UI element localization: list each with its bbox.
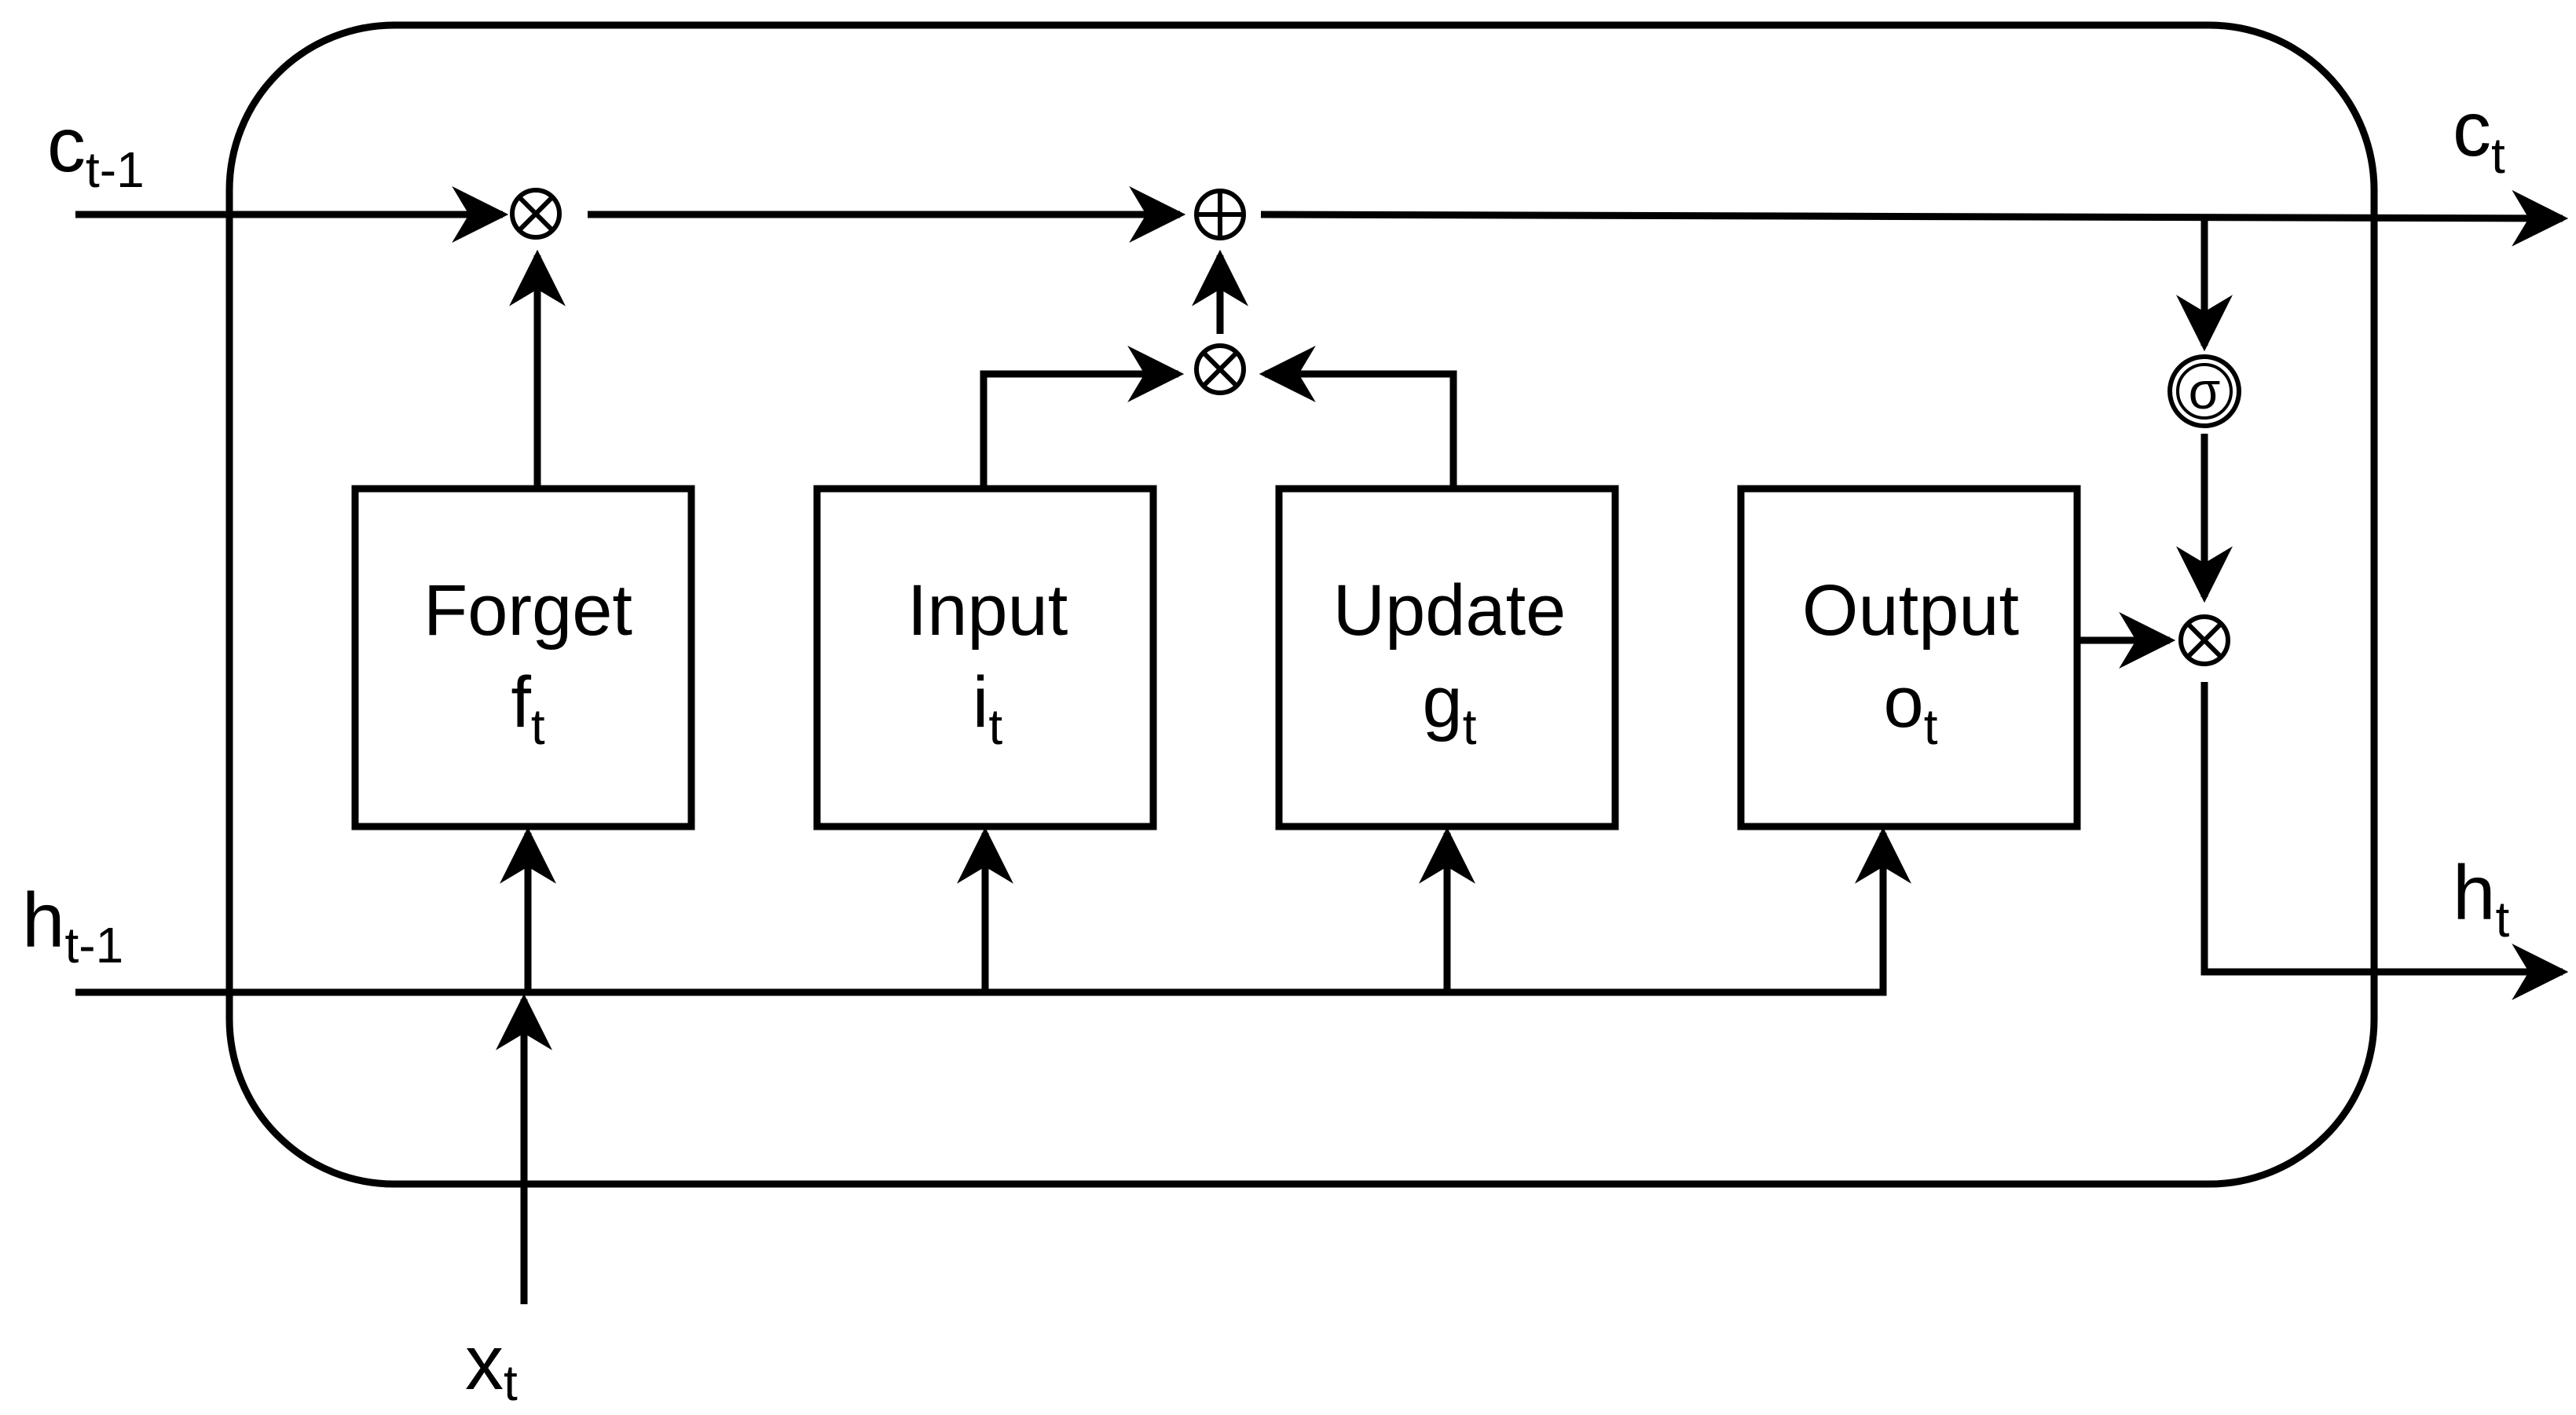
cell-add-operator <box>1194 189 1246 240</box>
forget-multiply-operator <box>510 188 562 240</box>
gate-input-symbol: i <box>973 662 988 742</box>
svg-text:ft: ft <box>511 662 545 755</box>
output-multiply-operator <box>2178 614 2230 666</box>
cell-boundary <box>225 21 2378 1188</box>
gate-output-sub: t <box>1924 698 1938 755</box>
gate-forget-symbol: f <box>511 662 531 742</box>
svg-text:ot: ot <box>1884 662 1938 755</box>
gate-forget-sub: t <box>531 698 545 755</box>
h-bus-to-output-arrow <box>75 827 1911 996</box>
c-next-arrow <box>1260 189 2569 247</box>
label-x-input: xt <box>465 1319 518 1411</box>
activation-operator: σ <box>2167 354 2241 428</box>
h-next-arrow <box>2200 682 2569 1000</box>
gate-update-symbol: g <box>1423 662 1463 742</box>
label-c-prev: ct-1 <box>47 101 145 198</box>
update-to-mult-arrow <box>1259 346 1457 486</box>
input-multiply-operator <box>1194 343 1246 395</box>
gate-input-sub: t <box>988 698 1002 755</box>
label-c-next: ct <box>2453 86 2505 184</box>
gate-output-name: Output <box>1802 570 2019 651</box>
gate-update-sub: t <box>1463 698 1477 755</box>
svg-text:gt: gt <box>1423 662 1477 755</box>
label-h-next: ht <box>2453 849 2510 948</box>
gate-forget: Forget ft <box>351 485 695 830</box>
gate-update-name: Update <box>1333 570 1566 651</box>
gate-forget-name: Forget <box>423 570 632 651</box>
gate-input-name: Input <box>907 570 1068 651</box>
gate-input: Input it <box>813 485 1157 830</box>
gate-update: Update gt <box>1275 485 1619 830</box>
label-h-prev: ht-1 <box>22 877 123 973</box>
gate-output: Output ot <box>1737 485 2081 830</box>
activation-symbol: σ <box>2189 361 2221 420</box>
svg-text:it: it <box>973 662 1002 755</box>
input-to-mult-arrow <box>980 346 1185 489</box>
gate-output-symbol: o <box>1884 662 1924 742</box>
